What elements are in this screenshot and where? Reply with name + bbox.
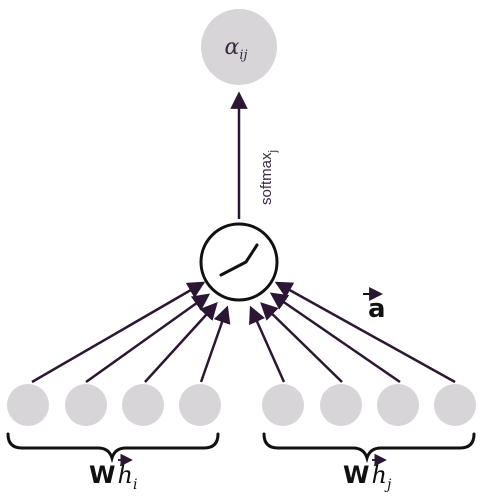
left-group-brace (6, 432, 220, 464)
right-group-label: Whj (343, 453, 392, 493)
input-arrow-right-3 (269, 292, 401, 384)
left-input-nodes (7, 384, 221, 426)
input-arrow-left-1 (31, 281, 206, 384)
activation-node-circle (199, 222, 279, 302)
input-arrow-left-3 (144, 302, 218, 383)
input-node-i-4 (179, 384, 221, 426)
attention-vector-label: a (363, 287, 386, 324)
input-arrow-right-4 (274, 281, 456, 384)
input-node-j-4 (434, 384, 476, 426)
input-node-j-3 (377, 384, 419, 426)
input-arrow-left-2 (85, 293, 211, 384)
input-node-j-1 (262, 384, 304, 426)
input-arrow-right-2 (260, 302, 343, 383)
input-arrows (31, 281, 456, 384)
output-node-label: αij (224, 35, 247, 63)
leaky-relu-curve (219, 243, 259, 277)
input-arrow-right-1 (249, 305, 286, 383)
input-node-i-3 (122, 384, 164, 426)
left-group-label-text: Whi (89, 461, 137, 493)
right-group-label-text: Whj (343, 461, 392, 493)
left-group-label: Whi (89, 453, 137, 493)
right-input-nodes (262, 384, 476, 426)
softmax-label: softmaxj (258, 150, 279, 205)
input-node-j-2 (320, 384, 362, 426)
input-node-i-1 (7, 384, 49, 426)
right-group-brace (262, 432, 476, 464)
attention-vector-letter: a (368, 294, 386, 324)
output-node-circle (201, 9, 277, 85)
input-node-i-2 (65, 384, 107, 426)
input-arrow-left-4 (199, 305, 231, 383)
output-node-alpha-ij: αij (201, 9, 277, 85)
leaky-relu-icon (199, 222, 279, 302)
